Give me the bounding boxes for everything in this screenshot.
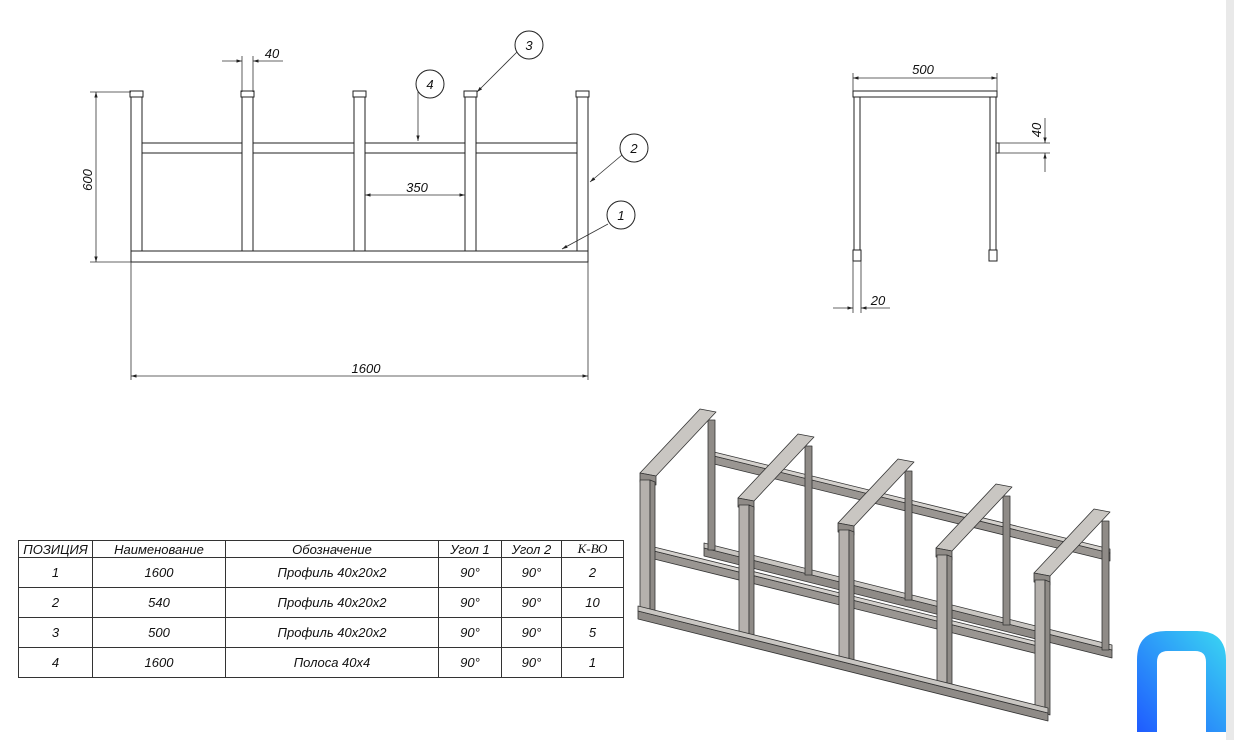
side-dim-bar: 40 [1029, 122, 1044, 137]
scrollbar-track[interactable] [1226, 0, 1234, 740]
bom-header: Угол 1 [438, 540, 502, 558]
cell: 2 [18, 587, 93, 618]
table-row: 3 500 Профиль 40х20х2 90° 90° 5 [18, 617, 624, 648]
callout-1: 1 [561, 200, 636, 250]
bom-header: К-ВО [561, 540, 624, 558]
cell: 90° [501, 587, 562, 618]
cell: 90° [501, 617, 562, 648]
side-top-bar [852, 90, 998, 98]
cell: 90° [501, 557, 562, 588]
svg-text:2: 2 [629, 141, 638, 156]
bom-header: Угол 2 [501, 540, 562, 558]
cell: 90° [438, 617, 502, 648]
cell: Полоса 40х4 [225, 647, 439, 678]
svg-text:3: 3 [525, 38, 533, 53]
cell: 2 [561, 557, 624, 588]
bom-header-row: ПОЗИЦИЯ Наименование Обозначение Угол 1 … [18, 540, 624, 558]
bom-table: ПОЗИЦИЯ Наименование Обозначение Угол 1 … [18, 540, 624, 678]
cell: 500 [92, 617, 226, 648]
cell: 10 [561, 587, 624, 618]
side-dim-profile: 20 [870, 293, 886, 308]
callout-4: 4 [415, 69, 445, 141]
side-view: 500 40 20 [833, 62, 1050, 313]
cell: 5 [561, 617, 624, 648]
dim-gap: 350 [406, 180, 428, 195]
bom-header: Обозначение [225, 540, 439, 558]
cell: 4 [18, 647, 93, 678]
cell: 1 [561, 647, 624, 678]
top-caps [129, 90, 590, 98]
bom-header: ПОЗИЦИЯ [18, 540, 93, 558]
table-row: 4 1600 Полоса 40х4 90° 90° 1 [18, 647, 624, 678]
callout-3: 3 [476, 30, 544, 93]
cell: Профиль 40х20х2 [225, 587, 439, 618]
svg-text:4: 4 [426, 77, 433, 92]
dim-width: 1600 [352, 361, 382, 376]
bom-header: Наименование [92, 540, 226, 558]
cell: 1600 [92, 647, 226, 678]
svg-text:1: 1 [617, 208, 624, 223]
isometric-view [637, 408, 1113, 722]
cell: Профиль 40х20х2 [225, 617, 439, 648]
bottom-rail [130, 250, 589, 263]
p-logo-icon [1137, 631, 1226, 732]
posts [130, 93, 589, 252]
cell: 90° [438, 587, 502, 618]
callout-2: 2 [589, 133, 649, 183]
cell: Профиль 40х20х2 [225, 557, 439, 588]
side-dim-width: 500 [912, 62, 934, 77]
cell: 90° [438, 647, 502, 678]
cell: 1 [18, 557, 93, 588]
front-view: 600 1600 350 40 1 2 3 [80, 30, 649, 380]
cell: 90° [438, 557, 502, 588]
dim-post: 40 [265, 46, 280, 61]
cell: 540 [92, 587, 226, 618]
cell: 3 [18, 617, 93, 648]
table-row: 2 540 Профиль 40х20х2 90° 90° 10 [18, 587, 624, 618]
cell: 1600 [92, 557, 226, 588]
cell: 90° [501, 647, 562, 678]
dim-height: 600 [80, 168, 95, 190]
table-row: 1 1600 Профиль 40х20х2 90° 90° 2 [18, 557, 624, 588]
